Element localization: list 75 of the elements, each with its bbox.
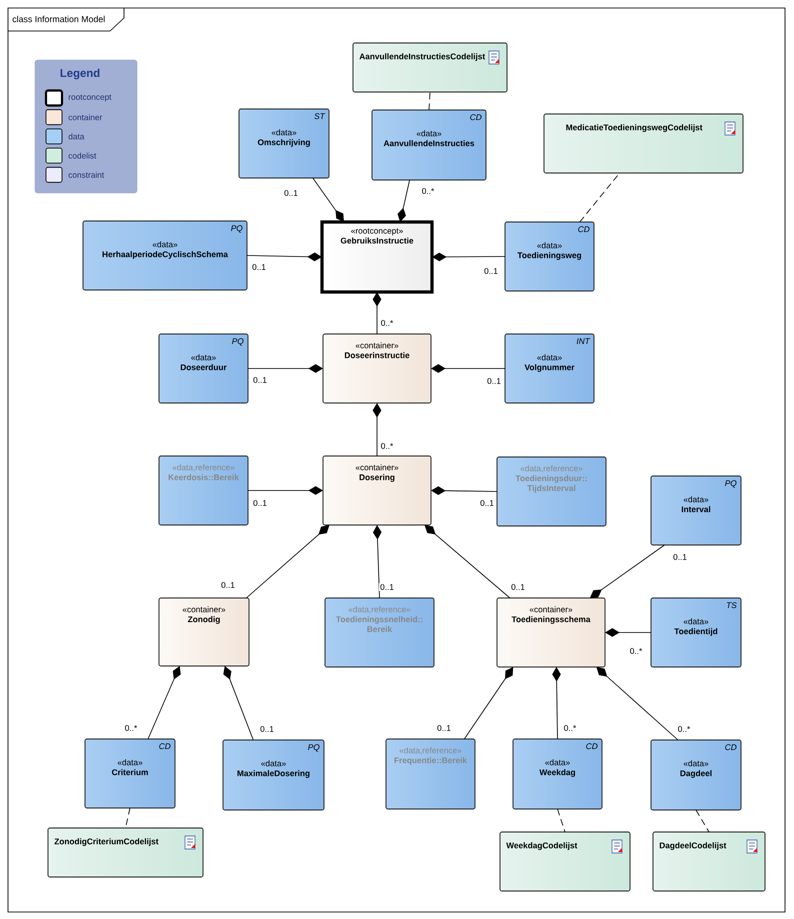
- data-box: INT «data» Volgnummer: [504, 334, 594, 404]
- data-box: PQ «data» MaximaleDosering: [222, 740, 324, 810]
- multiplicity-label: 0..1: [479, 499, 495, 507]
- legend-text: container: [68, 114, 102, 120]
- composition-line: [372, 525, 382, 598]
- title: class Information Model: [12, 16, 105, 22]
- composition-line: [605, 628, 652, 637]
- reference-box: «data,reference» Toedieningssnelheid:: Bereik: [324, 598, 434, 668]
- codelist-box: WeekdagCodelijst: [500, 832, 630, 892]
- multiplicity-label: 0..*: [562, 724, 578, 732]
- multiplicity-label: 0..1: [220, 581, 236, 589]
- multiplicity-label: 0..1: [483, 267, 499, 275]
- codelist-box: ZonodigCriteriumCodelijst: [48, 828, 204, 878]
- composition-line: [148, 666, 181, 740]
- data-box: CD «data» Dagdeel: [650, 740, 742, 810]
- dashed-line: [557, 808, 566, 832]
- data-box: ST «data» Omschrijving: [238, 108, 330, 178]
- container-box: «container» Zonodig: [158, 598, 250, 666]
- composition-line: [432, 252, 506, 262]
- container-box: «container» Doseerinstructie: [322, 334, 432, 404]
- multiplicity-label: 0..1: [283, 189, 299, 197]
- composition-line: [552, 667, 561, 740]
- multiplicity-label: 0..*: [420, 187, 436, 195]
- legend-text: data: [68, 133, 84, 140]
- composition-line: [372, 292, 382, 334]
- multiplicity-label: 0..1: [379, 583, 395, 591]
- composition-line: [248, 364, 323, 373]
- multiplicity-label: 0..*: [676, 725, 692, 733]
- multiplicity-label: 0..1: [251, 263, 267, 271]
- data-box: TS «data» Toedientijd: [650, 598, 742, 668]
- codelist-box: MedicatieToedieningswegCodelijst: [544, 114, 744, 174]
- codelist-box: AanvullendeInstructiesCodelijst: [352, 42, 508, 92]
- container-box: «container» Dosering: [322, 456, 432, 526]
- reference-box: «data,reference» Toedieningsduur:: TijdsInterval: [496, 456, 606, 526]
- multiplicity-label: 0..1: [252, 499, 268, 507]
- legend-text: rootconcept: [68, 94, 112, 102]
- composition-line: [398, 180, 410, 222]
- multiplicity-label: 0..1: [436, 724, 452, 732]
- dashed-line: [696, 810, 710, 832]
- multiplicity-label: 0..1: [259, 725, 275, 733]
- composition-line: [246, 252, 322, 262]
- multiplicity-label: 0..*: [380, 442, 394, 450]
- composition-line: [431, 364, 506, 373]
- data-box: PQ «data» Doseerduur: [158, 334, 248, 404]
- codelist-box: DagdeelCodelijst: [652, 832, 766, 892]
- multiplicity-label: 0..1: [510, 583, 526, 591]
- dashed-line: [428, 92, 430, 110]
- legend-text: constraint: [68, 172, 104, 178]
- composition-line: [248, 486, 323, 495]
- rootconcept-box: «rootconcept» GebruiksInstructie: [320, 220, 434, 294]
- composition-line: [246, 525, 330, 598]
- data-box: PQ «data» HerhaalperiodeCyclischSchema: [82, 220, 248, 290]
- composition-line: [312, 178, 344, 222]
- data-box: CD «data» Toedieningsweg: [504, 222, 594, 292]
- multiplicity-label: 0..*: [124, 724, 138, 732]
- multiplicity-label: 0..1: [252, 376, 268, 384]
- legend-text: codelist: [68, 152, 96, 159]
- composition-line: [431, 486, 498, 495]
- data-box: PQ «data» Interval: [650, 476, 742, 546]
- composition-line: [464, 667, 514, 740]
- composition-line: [372, 403, 382, 456]
- data-box: CD «data» Criterium: [84, 738, 176, 808]
- container-box: «container» Toedieningsschema: [496, 598, 606, 668]
- data-box: CD «data» Weekdag: [512, 738, 602, 810]
- legend-title: Legend: [60, 68, 100, 80]
- multiplicity-label: 0..*: [380, 319, 394, 327]
- multiplicity-label: 0..*: [628, 647, 644, 655]
- dashed-line: [579, 172, 620, 222]
- reference-box: «data,reference» Frequentie::Bereik: [386, 738, 476, 810]
- reference-box: «data,reference» Keerdosis::Bereik: [158, 456, 248, 526]
- multiplicity-label: 0..1: [672, 553, 688, 561]
- composition-line: [424, 525, 510, 598]
- composition-line: [223, 666, 254, 740]
- data-box: CD «data» AanvullendeInstructies: [372, 110, 486, 180]
- multiplicity-label: 0..1: [486, 377, 502, 385]
